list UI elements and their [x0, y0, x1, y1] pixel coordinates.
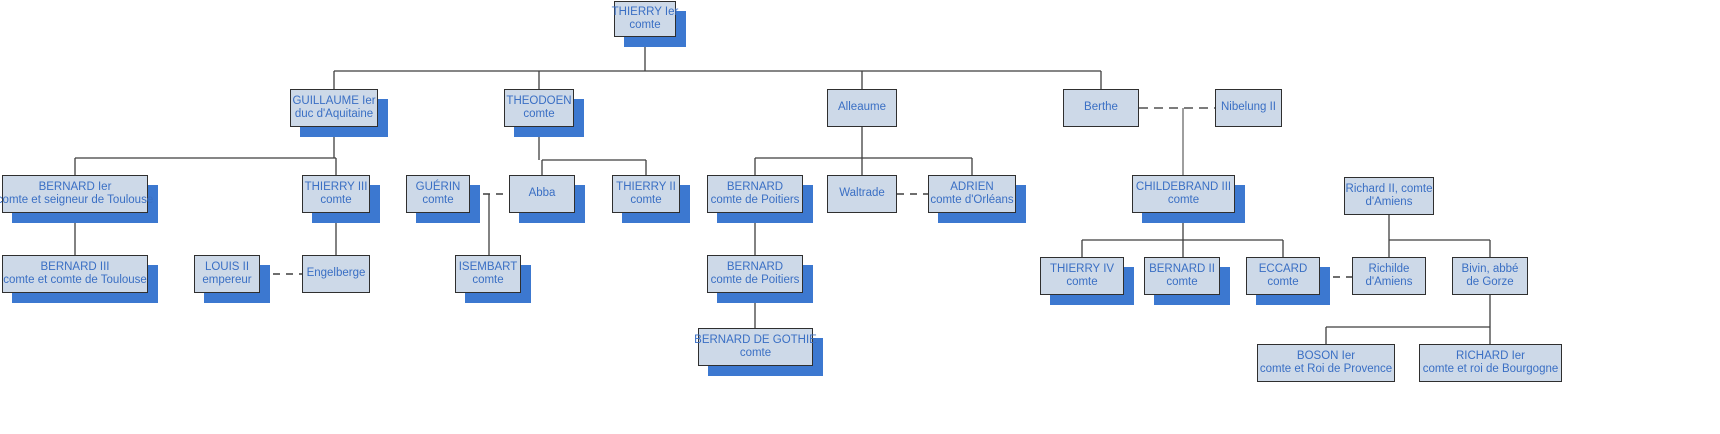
node-label-title: comte: [422, 194, 454, 206]
node-label-title: comte: [472, 274, 504, 286]
node-engelberge[interactable]: Engelberge: [302, 255, 370, 293]
node-label-name: ISEMBART: [458, 260, 518, 273]
edge-group-richard2-children: [1388, 215, 1491, 257]
node-label-title: comte: [1166, 276, 1198, 288]
node-label-name: BERNARD DE GOTHIE: [694, 333, 817, 346]
edge-group-bivin-children: [1325, 295, 1491, 344]
node-label-name: Abba: [528, 187, 556, 200]
node-label-name: Engelberge: [306, 267, 366, 280]
node-label-name: Richilde: [1368, 262, 1410, 275]
node-label-name: RICHARD Ier: [1455, 349, 1525, 362]
node-label-title: duc d'Aquitaine: [294, 108, 374, 120]
node-label-title: comte: [739, 347, 772, 359]
node-berthe[interactable]: Berthe: [1063, 89, 1139, 127]
node-label-name: BOSON Ier: [1296, 349, 1356, 362]
node-label-name: BERNARD II: [1149, 262, 1215, 275]
node-label-name: BERNARD: [726, 180, 784, 193]
edge-group-thierry1-children: [333, 37, 1102, 89]
node-label-name: Waltrade: [839, 187, 885, 200]
node-label-name: Bivin, abbé: [1461, 262, 1519, 275]
node-label-name: BERNARD: [726, 260, 784, 273]
node-label-name: Alleaume: [838, 101, 886, 114]
node-label-title: comte: [1167, 194, 1200, 206]
node-alleaume[interactable]: Alleaume: [827, 89, 897, 127]
node-label-title: d'Amiens: [1365, 276, 1413, 288]
node-label-title: empereur: [202, 274, 252, 286]
node-label-name: CHILDEBRAND III: [1135, 180, 1232, 193]
node-label-title: comte d'Orléans: [930, 194, 1014, 206]
node-label-name: ADRIEN: [950, 180, 994, 193]
node-label-title: comte: [523, 108, 555, 120]
node-label-name: GUÉRIN: [415, 180, 461, 193]
node-label-title: comte: [630, 194, 662, 206]
edge-group-guillaume-children: [74, 127, 337, 175]
node-label-title: d'Amiens: [1365, 196, 1413, 208]
node-label-title: comte de Poitiers: [710, 194, 800, 206]
node-label-name: ECCARD: [1258, 262, 1308, 275]
node-label-title: comte de Poitiers: [710, 274, 800, 286]
node-label-name: THIERRY III: [304, 180, 368, 193]
node-label-title: comte: [629, 19, 661, 31]
node-label-name: THEODOEN: [506, 94, 572, 107]
node-label-name: BERNARD III: [40, 260, 110, 273]
node-label-title: comte et comte de Toulouse: [3, 274, 147, 286]
node-label-name: Nibelung II: [1221, 101, 1276, 114]
node-label-title: comte et roi de Bourgogne: [1422, 363, 1559, 375]
node-label-title: comte et Roi de Provence: [1259, 363, 1393, 375]
node-label-name: THIERRY IV: [1049, 262, 1115, 275]
node-abba[interactable]: Abba: [509, 175, 575, 213]
node-label-name: LOUIS II: [204, 260, 250, 273]
node-label-title: comte: [1066, 276, 1098, 288]
node-label-name: BERNARD Ier: [38, 180, 112, 193]
node-label-title: comte et seigneur de Toulouse: [0, 194, 154, 206]
node-label-name: GUILLAUME Ier: [292, 94, 376, 107]
node-label-title: comte: [1267, 276, 1299, 288]
node-label-title: de Gorze: [1466, 276, 1514, 288]
node-waltrade[interactable]: Waltrade: [827, 175, 897, 213]
node-label-title: comte: [320, 194, 352, 206]
node-label-name: Richard II, comte: [1345, 182, 1433, 195]
node-label-name: Berthe: [1084, 101, 1118, 114]
node-label-name: THIERRY II: [616, 180, 676, 193]
node-label-name: THIERRY Ier: [611, 5, 679, 18]
edge-group-alleaume-children: [754, 127, 973, 175]
node-nibelung2[interactable]: Nibelung II: [1215, 89, 1282, 127]
